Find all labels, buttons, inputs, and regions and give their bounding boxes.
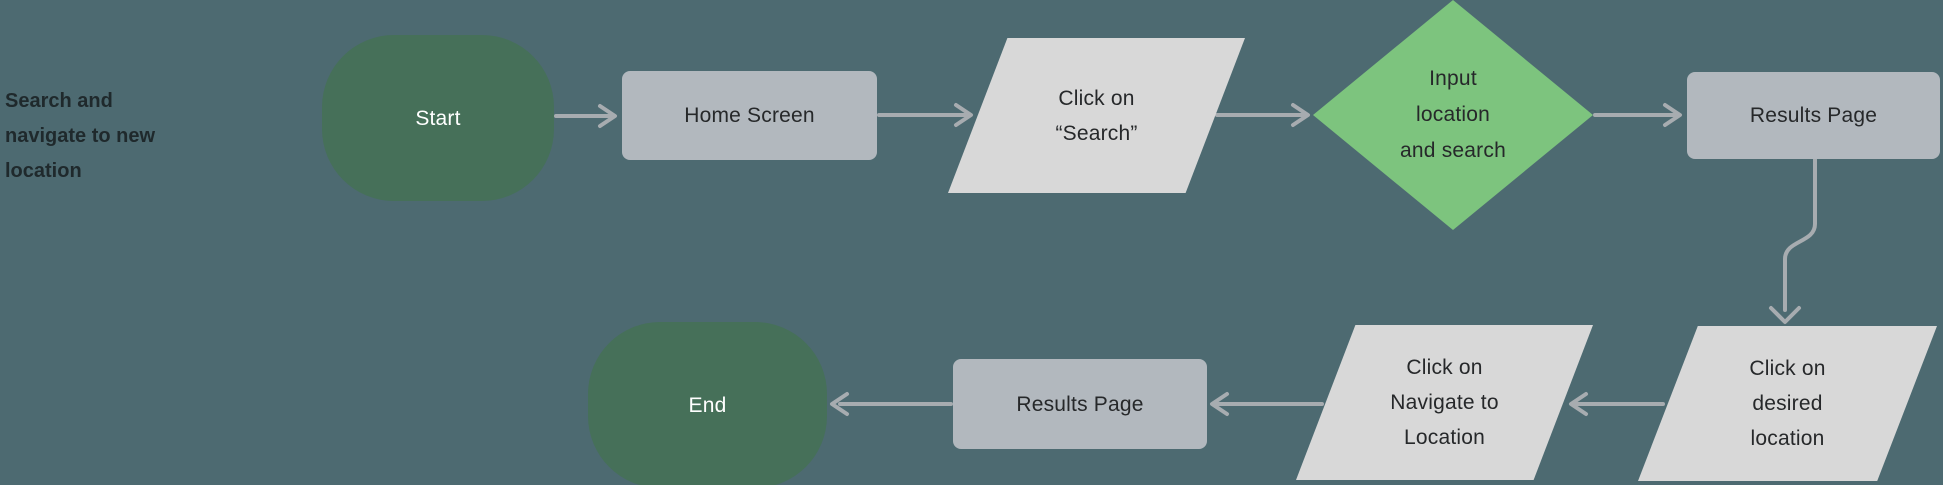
node-click-on-search: Click on “Search” [948, 38, 1245, 193]
node-start: Start [322, 35, 554, 201]
node-click-desired-label: Click on desired location [1749, 357, 1826, 450]
arrow-click-search-to-decision [1215, 103, 1310, 127]
node-results-page-top: Results Page [1687, 72, 1940, 159]
node-results-page-top-label: Results Page [1749, 104, 1878, 127]
node-home-screen: Home Screen [622, 71, 877, 160]
arrow-results-page-bottom-to-end [830, 392, 953, 416]
node-input-location-and-search: Input location and search [1313, 0, 1593, 230]
node-results-page-bottom-label: Results Page [1016, 392, 1144, 416]
node-results-page-bottom: Results Page [953, 359, 1207, 449]
node-input-location-label: Input location and search [1400, 67, 1506, 162]
node-click-on-search-label: Click on “Search” [1055, 86, 1138, 145]
arrow-desired-location-to-navigate [1569, 392, 1665, 416]
node-click-on-desired-location: Click on desired location [1638, 326, 1937, 481]
node-end: End [588, 322, 827, 485]
flow-title: Search and navigate to new location [5, 90, 156, 182]
arrow-decision-to-results-page [1593, 103, 1682, 127]
node-start-label: Start [415, 106, 461, 130]
arrow-home-screen-to-click-search [877, 103, 973, 127]
node-end-label: End [688, 393, 727, 417]
node-home-screen-label: Home Screen [684, 104, 815, 127]
arrow-start-to-home-screen [554, 104, 617, 128]
node-click-navigate-label: Click on Navigate to Location [1390, 356, 1499, 449]
arrow-navigate-to-results-page-bottom [1210, 392, 1324, 416]
arrow-results-page-to-desired-location [1769, 157, 1817, 324]
node-click-on-navigate-to-location: Click on Navigate to Location [1296, 325, 1593, 480]
